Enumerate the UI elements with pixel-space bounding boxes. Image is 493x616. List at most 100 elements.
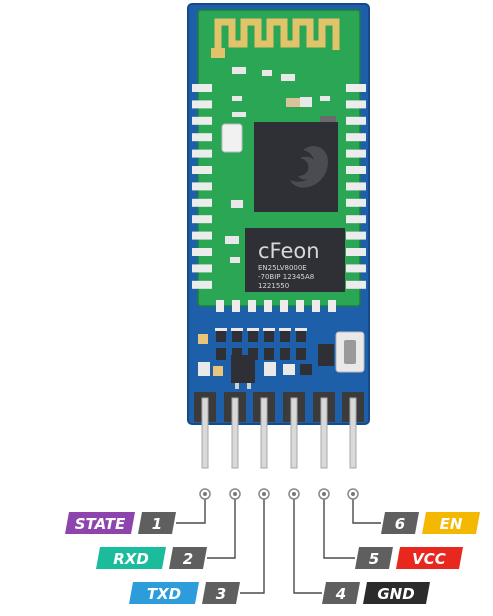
module-right-pad bbox=[346, 248, 366, 256]
module-left-pad bbox=[192, 182, 212, 191]
resistor-row-bottom bbox=[216, 348, 306, 360]
module-right-pad bbox=[346, 280, 366, 289]
callout-line-4 bbox=[293, 499, 322, 594]
pin-3-label-badge bbox=[129, 582, 199, 604]
resistor-pad bbox=[215, 328, 227, 331]
resistor bbox=[280, 348, 290, 360]
resistor-pad bbox=[263, 328, 275, 331]
header-pin-2 bbox=[231, 397, 239, 469]
module-bottom-pad bbox=[328, 300, 336, 312]
carrier-components bbox=[198, 328, 365, 389]
flash-chip: cFeon EN25LV8000E -70BIP 12345A8 1221550 bbox=[245, 228, 345, 292]
pin-3-number: 3 bbox=[216, 585, 226, 603]
module-bottom-pad bbox=[264, 300, 272, 312]
module-right-pad bbox=[346, 100, 366, 109]
pin-marker-dot-1 bbox=[203, 492, 207, 496]
pin-5-label-badge bbox=[396, 547, 463, 569]
header-pins bbox=[194, 392, 364, 469]
resistor bbox=[216, 348, 226, 360]
module-right-pad bbox=[346, 182, 366, 191]
callout-line-2 bbox=[207, 499, 236, 559]
module-bottom-pad bbox=[232, 300, 240, 312]
header-pin-3 bbox=[260, 397, 268, 469]
module-bottom-pads bbox=[216, 300, 336, 312]
module-bottom-pad bbox=[248, 300, 256, 312]
pin-1-callout: STATE 1 bbox=[65, 512, 176, 534]
module-bottom-pad bbox=[296, 300, 304, 312]
module-left-pad bbox=[192, 149, 212, 158]
module-right-pad bbox=[346, 264, 366, 273]
pin-marker-dot-4 bbox=[292, 492, 296, 496]
resistor-pad bbox=[279, 328, 291, 331]
module-bottom-pad bbox=[280, 300, 288, 312]
module-left-pads bbox=[192, 84, 212, 289]
pin-6-callout: 6 EN bbox=[381, 512, 480, 534]
pin-1-label-badge bbox=[65, 512, 135, 534]
module-right-pad bbox=[346, 198, 366, 207]
pin-marker-dot-3 bbox=[262, 492, 266, 496]
pin-marker-dot-2 bbox=[233, 492, 237, 496]
chip-line-3: 1221550 bbox=[258, 282, 289, 290]
pin-6-number-badge bbox=[381, 512, 419, 534]
chip-line-1: EN25LV8000E bbox=[258, 264, 307, 272]
header-pin-4 bbox=[290, 397, 298, 469]
pin-2-number: 2 bbox=[183, 550, 193, 568]
resistor bbox=[248, 348, 258, 360]
pin-6-label: EN bbox=[440, 515, 463, 533]
callout-lines bbox=[176, 488, 381, 594]
module-left-pad bbox=[192, 248, 212, 256]
pin-4-number-badge bbox=[322, 582, 360, 604]
pin-4-number: 4 bbox=[335, 585, 346, 603]
pin-5-number-badge bbox=[355, 547, 393, 569]
header-pin-1 bbox=[201, 397, 209, 469]
module-left-pad bbox=[192, 231, 212, 240]
antenna-trace bbox=[214, 18, 340, 50]
pin-6-number: 6 bbox=[395, 515, 405, 533]
header-pin-6 bbox=[349, 397, 357, 469]
module-right-pad bbox=[346, 149, 366, 158]
pin-1-label: STATE bbox=[75, 515, 126, 533]
pin-marker-dot-6 bbox=[351, 492, 355, 496]
module-left-pad bbox=[192, 133, 212, 142]
bluetooth-module: cFeon EN25LV8000E -70BIP 12345A8 1221550 bbox=[192, 9, 366, 312]
resistor bbox=[264, 330, 274, 342]
pin-5-number: 5 bbox=[369, 550, 379, 568]
resistor bbox=[264, 348, 274, 360]
crystal-oscillator bbox=[221, 123, 243, 153]
resistor bbox=[296, 348, 306, 360]
resistor bbox=[296, 330, 306, 342]
pin-3-callout: TXD 3 bbox=[129, 582, 240, 604]
pin-1-number: 1 bbox=[152, 515, 162, 533]
callout-line-3 bbox=[240, 499, 265, 594]
resistor bbox=[232, 330, 242, 342]
callout-line-6 bbox=[352, 499, 381, 524]
resistor-pad bbox=[247, 328, 259, 331]
chip-brand: cFeon bbox=[258, 239, 320, 263]
pin-3-number-badge bbox=[202, 582, 240, 604]
resistor bbox=[248, 330, 258, 342]
pin-marker-dot-5 bbox=[322, 492, 326, 496]
module-left-pad bbox=[192, 100, 212, 109]
module-left-pad bbox=[192, 280, 212, 289]
callout-line-1 bbox=[176, 499, 206, 524]
pin-4-callout: 4 GND bbox=[322, 582, 430, 604]
module-bottom-pad bbox=[216, 300, 224, 312]
pin-labels: STATE 1 RXD 2 TXD 3 4 GND 5 bbox=[65, 512, 480, 604]
header-pin-5 bbox=[320, 397, 328, 469]
push-button bbox=[335, 331, 365, 373]
pin-2-label-badge bbox=[96, 547, 166, 569]
module-right-pad bbox=[346, 166, 366, 174]
resistor bbox=[216, 330, 226, 342]
resistor-pad bbox=[231, 328, 243, 331]
chip-line-2: -70BIP 12345A8 bbox=[258, 273, 314, 281]
module-left-pad bbox=[192, 198, 212, 207]
resistor bbox=[280, 330, 290, 342]
pin-5-label: VCC bbox=[412, 550, 446, 568]
module-left-pad bbox=[192, 166, 212, 174]
module-right-pad bbox=[346, 215, 366, 224]
voltage-regulator bbox=[231, 355, 255, 383]
pin-6-label-badge bbox=[422, 512, 480, 534]
module-small-components bbox=[225, 67, 336, 263]
main-chip bbox=[254, 122, 338, 212]
